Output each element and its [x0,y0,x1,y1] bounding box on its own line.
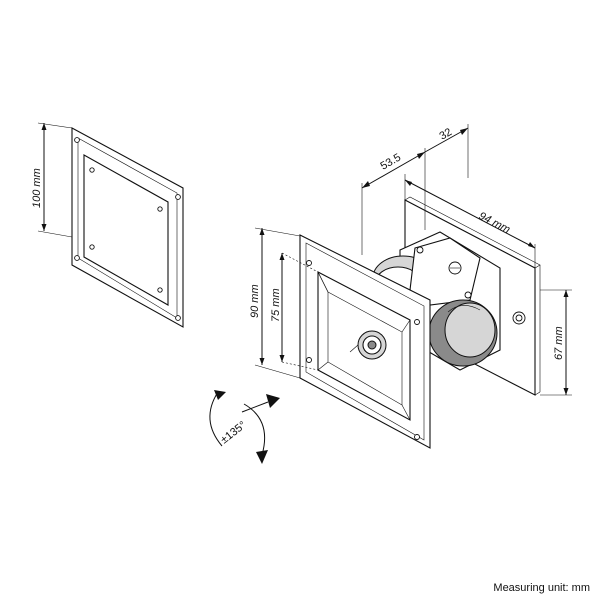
dimension-67mm: 67 mm [540,289,572,396]
dimension-32: 32 [424,124,469,230]
dim-67mm-label: 67 mm [553,326,565,360]
rotation-label: ±135° [218,419,248,446]
rotation-arrows: ±135° [209,390,280,464]
dim-90mm-label: 90 mm [249,284,261,318]
dimension-90mm: 90 mm [249,227,301,379]
dim-100mm-label: 100 mm [31,168,43,208]
dimension-75mm: 75 mm [270,252,319,371]
small-vesa-plate [71,127,184,328]
measuring-unit-note: Measuring unit: mm [493,582,590,594]
dim-53-5-label: 53.5 [379,151,404,172]
front-vesa-plate [299,234,431,449]
dimension-100mm: 100 mm [31,122,73,238]
dim-94mm-label: 94 mm [477,210,512,236]
dim-75mm-label: 75 mm [270,288,282,322]
dim-32-label: 32 [438,126,455,143]
